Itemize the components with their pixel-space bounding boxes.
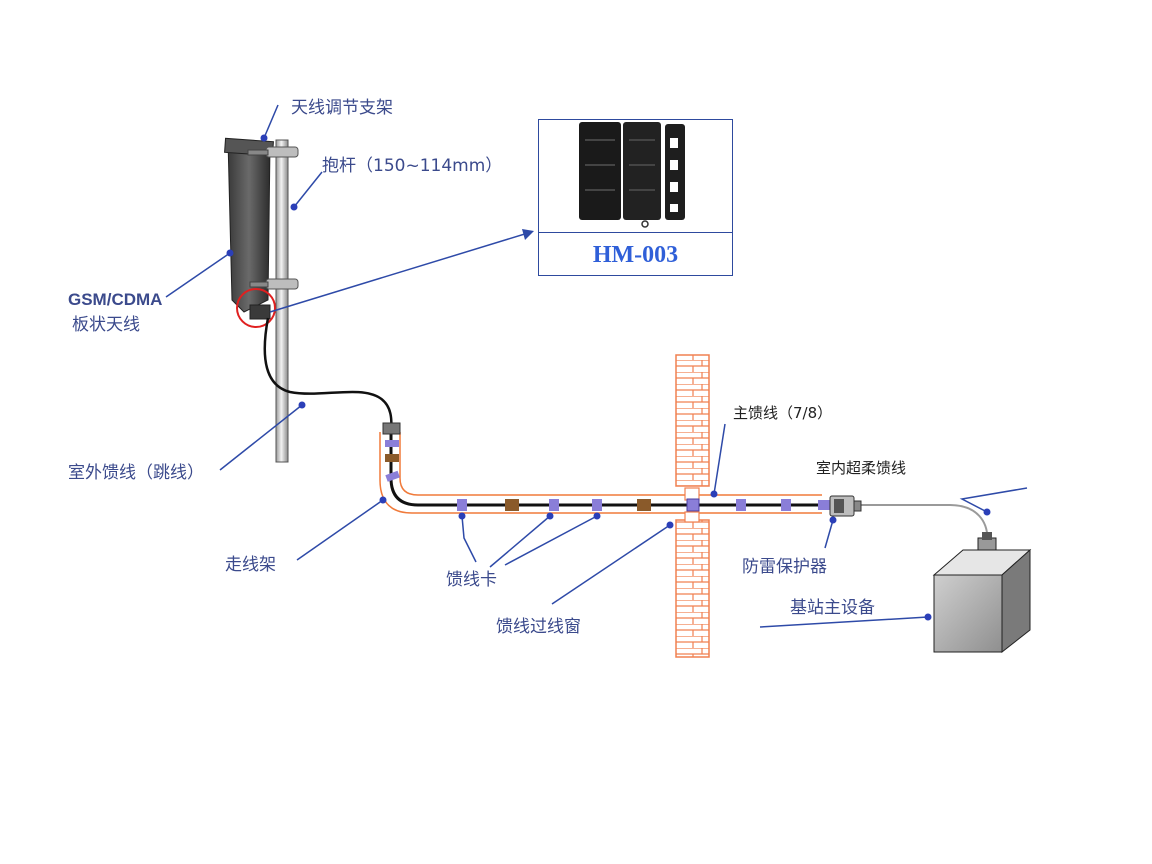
leader-dots — [226, 134, 991, 621]
label-feeder-clamp: 馈线卡 — [446, 570, 497, 590]
indoor-feeder-cable — [860, 504, 989, 546]
feeder-clamps — [385, 440, 832, 511]
label-lightning-protector: 防雷保护器 — [742, 557, 827, 577]
label-antenna-bracket: 天线调节支架 — [291, 98, 393, 118]
feeder-window-clamp-photo — [579, 122, 685, 228]
label-antenna-type: 板状天线 — [72, 315, 140, 335]
label-main-feeder: 主馈线（7/8） — [733, 404, 833, 422]
highlight-circle — [236, 288, 276, 328]
main-feeder-cable — [389, 432, 830, 507]
label-antenna-model: GSM/CDMA — [68, 290, 163, 309]
cable-tray — [379, 432, 822, 514]
base-station-equipment — [932, 532, 1032, 654]
brick-wall — [675, 354, 710, 658]
label-pole: 抱杆（150~114mm） — [322, 156, 503, 176]
label-feeder-window: 馈线过线窗 — [496, 617, 581, 637]
panel-antenna — [224, 137, 274, 320]
feeder-window — [684, 487, 700, 523]
label-indoor-feeder: 室内超柔馈线 — [816, 459, 907, 477]
leader-lines — [165, 104, 1028, 628]
model-pointer-arrow — [269, 229, 534, 313]
label-cable-tray: 走线架 — [225, 555, 276, 575]
outdoor-feeder-cable — [263, 317, 393, 433]
label-outdoor-feeder: 室外馈线（跳线） — [68, 463, 204, 483]
antenna-bracket — [247, 146, 299, 290]
model-caption: HM-003 — [539, 232, 732, 277]
label-base-station: 基站主设备 — [790, 598, 875, 618]
model-detail-box: HM-003 — [538, 119, 733, 276]
mounting-pole — [275, 139, 289, 463]
lightning-protector — [829, 495, 862, 517]
feeder-connector — [382, 422, 401, 435]
